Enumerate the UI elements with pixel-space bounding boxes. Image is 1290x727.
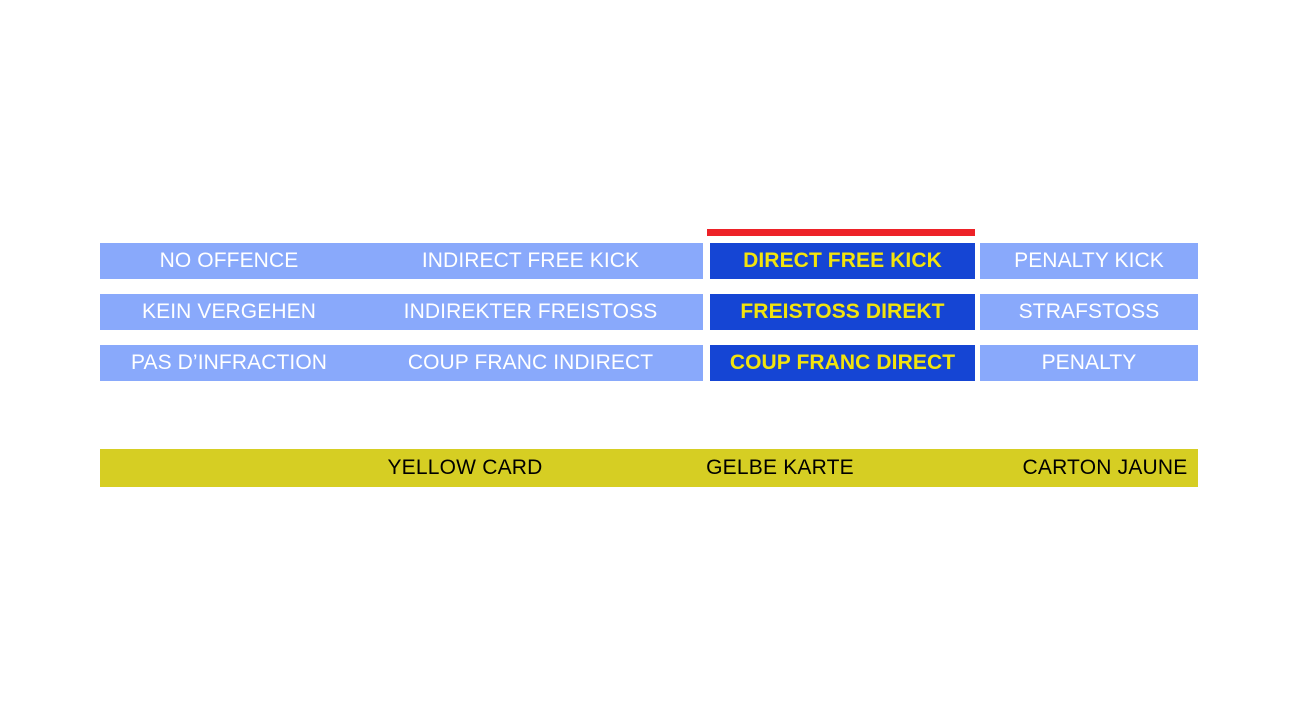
table-row: PAS D’INFRACTION COUP FRANC INDIRECT COU… bbox=[100, 345, 1198, 381]
cell-penalty-kick-en[interactable]: PENALTY KICK bbox=[980, 243, 1198, 279]
cell-penalty-kick-fr[interactable]: PENALTY bbox=[980, 345, 1198, 381]
table-row: KEIN VERGEHEN INDIREKTER FREISTOSS FREIS… bbox=[100, 294, 1198, 330]
cell-no-offence-en[interactable]: NO OFFENCE bbox=[100, 243, 358, 279]
red-selection-marker-icon bbox=[707, 229, 975, 236]
cell-direct-free-kick-de[interactable]: FREISTOSS DIREKT bbox=[710, 294, 975, 330]
column-divider bbox=[703, 243, 710, 279]
column-divider bbox=[703, 345, 710, 381]
offence-decision-matrix: NO OFFENCE INDIRECT FREE KICK DIRECT FRE… bbox=[100, 243, 1198, 381]
table-row: NO OFFENCE INDIRECT FREE KICK DIRECT FRE… bbox=[100, 243, 1198, 279]
yellow-card-label-de: GELBE KARTE bbox=[706, 456, 854, 479]
cell-indirect-free-kick-fr[interactable]: COUP FRANC INDIRECT bbox=[358, 345, 703, 381]
yellow-card-label-en: YELLOW CARD bbox=[387, 456, 543, 479]
cell-direct-free-kick-fr[interactable]: COUP FRANC DIRECT bbox=[710, 345, 975, 381]
cell-penalty-kick-de[interactable]: STRAFSTOSS bbox=[980, 294, 1198, 330]
column-divider bbox=[975, 294, 980, 330]
yellow-card-band[interactable]: YELLOW CARD GELBE KARTE CARTON JAUNE bbox=[100, 449, 1198, 487]
cell-indirect-free-kick-en[interactable]: INDIRECT FREE KICK bbox=[358, 243, 703, 279]
column-divider bbox=[975, 345, 980, 381]
cell-direct-free-kick-en[interactable]: DIRECT FREE KICK bbox=[710, 243, 975, 279]
cell-no-offence-fr[interactable]: PAS D’INFRACTION bbox=[100, 345, 358, 381]
yellow-card-label-fr: CARTON JAUNE bbox=[1022, 456, 1188, 479]
column-divider bbox=[703, 294, 710, 330]
cell-no-offence-de[interactable]: KEIN VERGEHEN bbox=[100, 294, 358, 330]
cell-indirect-free-kick-de[interactable]: INDIREKTER FREISTOSS bbox=[358, 294, 703, 330]
column-divider bbox=[975, 243, 980, 279]
